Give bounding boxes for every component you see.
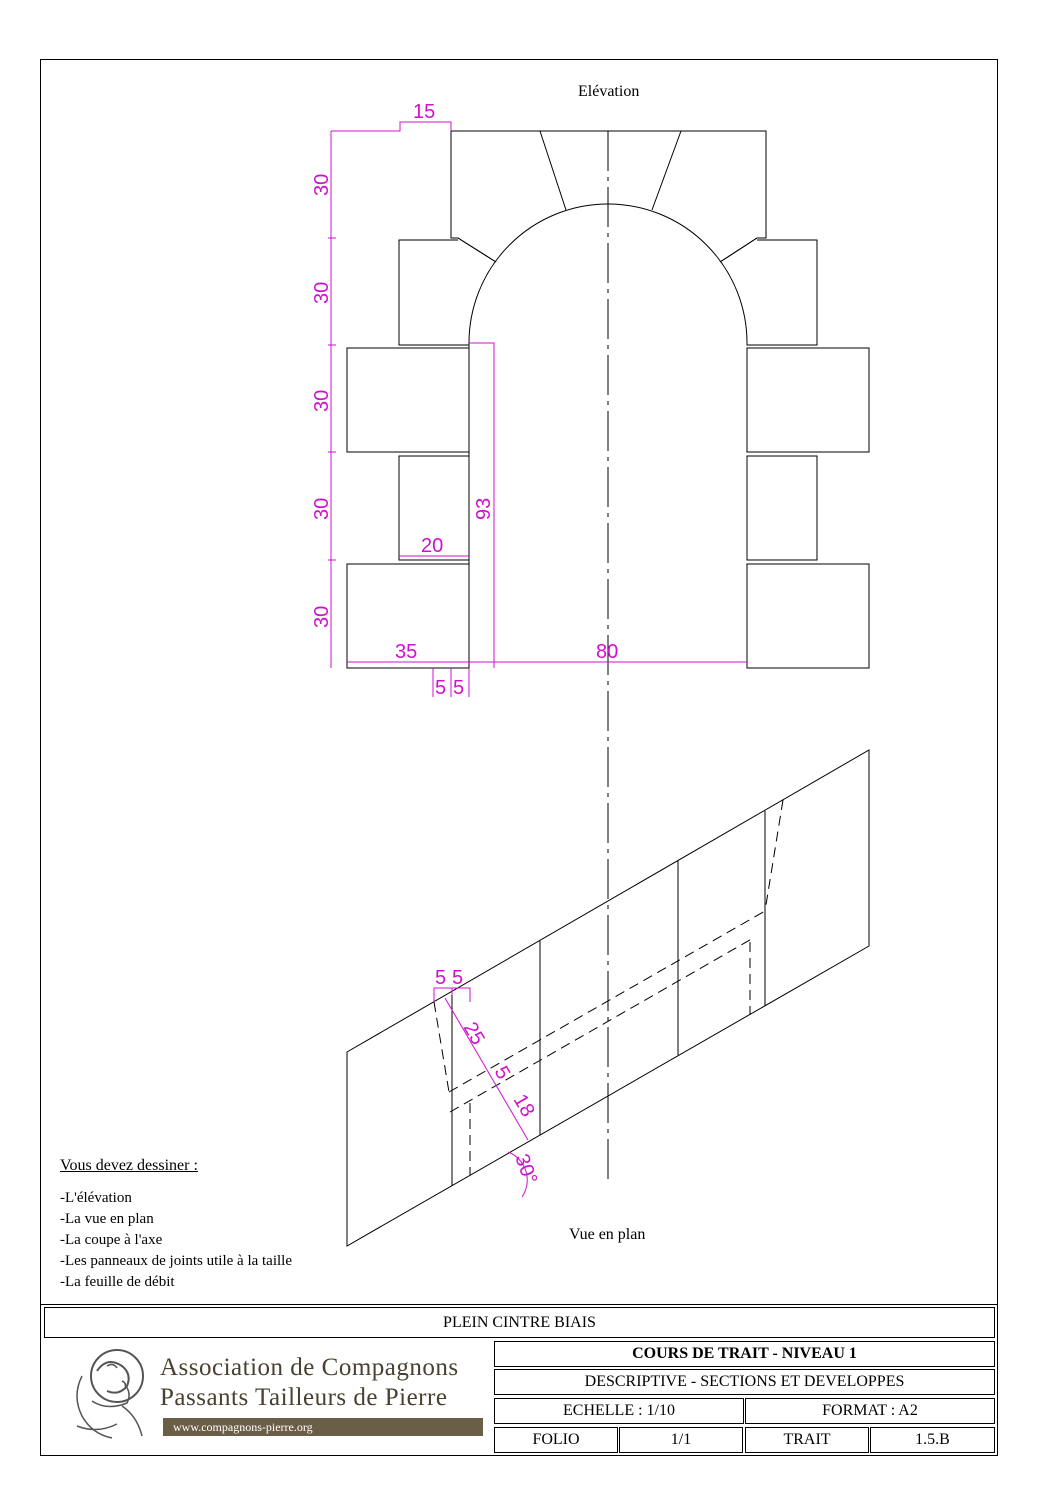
course-title: COURS DE TRAIT - NIVEAU 1 <box>494 1341 995 1367</box>
dim-5-b: 5 <box>453 677 464 699</box>
trait-label: TRAIT <box>745 1427 869 1453</box>
folio-value: 1/1 <box>619 1427 743 1453</box>
dim-5-a: 5 <box>435 677 446 699</box>
org-name-line1: Association de Compagnons <box>160 1354 459 1381</box>
instruction-item: -Les panneaux de joints utile à la taill… <box>60 1253 293 1269</box>
scale-cell: ECHELLE : 1/10 <box>494 1398 744 1424</box>
trait-value: 1.5.B <box>870 1427 995 1453</box>
dim-30-3: 30 <box>311 390 333 412</box>
format-cell: FORMAT : A2 <box>745 1398 995 1424</box>
dim-30-5: 30 <box>311 606 333 628</box>
instruction-item: -La coupe à l'axe <box>60 1232 163 1248</box>
folio-label: FOLIO <box>494 1427 618 1453</box>
instruction-item: -La vue en plan <box>60 1211 154 1227</box>
dim-20: 20 <box>421 535 443 557</box>
subject-title: DESCRIPTIVE - SECTIONS ET DEVELOPPES <box>494 1369 995 1395</box>
plan-dim-angle: 30° <box>510 1151 541 1187</box>
stone-carver-head-logo-icon <box>76 1349 144 1439</box>
plan-dim-5-b: 5 <box>452 967 463 989</box>
elevation-dimensions: 15 30 30 30 30 30 93 20 35 80 5 5 <box>311 101 747 699</box>
project-title: PLEIN CINTRE BIAIS <box>44 1307 995 1338</box>
dim-35: 35 <box>395 641 417 663</box>
instructions: Vous devez dessiner : -L'élévation -La v… <box>60 1155 292 1293</box>
plan-title: Vue en plan <box>569 1226 645 1243</box>
plan-view: Vue en plan <box>346 749 870 1247</box>
plan-dim-5-a: 5 <box>435 967 446 989</box>
plan-dimensions: 5 5 25 5 18 30° <box>433 967 541 1198</box>
instructions-heading: Vous devez dessiner : <box>60 1157 198 1174</box>
dim-80: 80 <box>596 641 618 663</box>
org-name-line2: Passants Tailleurs de Pierre <box>160 1384 448 1411</box>
dim-30-4: 30 <box>311 498 333 520</box>
elevation-title: Elévation <box>578 83 639 100</box>
instruction-item: -La feuille de débit <box>60 1274 175 1290</box>
dim-93: 93 <box>473 498 495 520</box>
instruction-item: -L'élévation <box>60 1190 132 1206</box>
plan-dim-18: 18 <box>509 1091 539 1121</box>
dim-30-1: 30 <box>311 174 333 196</box>
dim-30-2: 30 <box>311 282 333 304</box>
elevation-view: Elévation <box>346 83 870 1185</box>
dim-15: 15 <box>413 101 435 123</box>
org-url-link[interactable]: www.compagnons-pierre.org <box>163 1418 483 1436</box>
plan-dim-25: 25 <box>459 1019 489 1049</box>
